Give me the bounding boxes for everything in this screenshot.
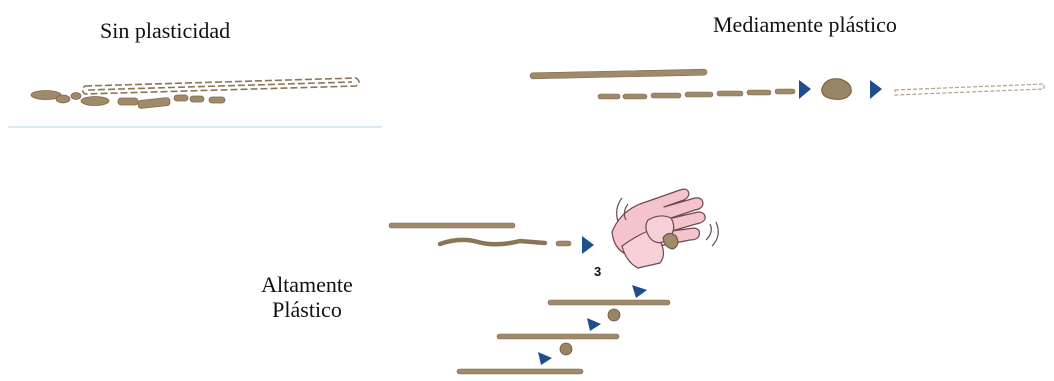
thread-segment [623,94,647,99]
thread-segment [556,241,571,246]
thread-segment [717,91,743,96]
soil-fragment [71,93,81,100]
thread-segment [775,89,795,94]
thread-segment [685,92,713,97]
thread-segment [747,90,771,95]
soil-fragment [118,98,138,105]
panel-altamente-plastico [389,189,718,374]
arrow-icon [870,80,882,99]
thread-segment [598,94,620,99]
panel-sin-plasticidad [8,78,382,127]
thread-segment [651,93,681,98]
wavy-thread [440,240,545,244]
panel-mediamente-plastico [530,69,1044,99]
soil-thread [497,334,619,339]
hands-icon [612,189,718,268]
arrow-icon [538,352,552,365]
thin-thread-outline [895,84,1044,95]
soil-thread [530,69,707,79]
arrow-icon [799,80,811,99]
thread-outline [83,78,360,94]
soil-ball-icon [560,343,572,355]
arrow-icon [632,285,647,298]
soil-ball-icon [608,309,620,321]
soil-ball-icon [822,79,852,100]
broken-thread [598,89,795,99]
arrow-icon [582,236,594,254]
soil-thread [548,300,670,305]
soil-thread [389,223,515,228]
soil-fragments [31,91,225,109]
soil-fragment [209,97,225,103]
soil-fragment [138,97,171,108]
soil-fragment [174,95,188,101]
soil-fragment [56,95,70,103]
arrow-icon [587,318,601,331]
soil-fragment [190,96,204,102]
soil-thread [457,369,583,374]
soil-fragment [81,97,109,106]
